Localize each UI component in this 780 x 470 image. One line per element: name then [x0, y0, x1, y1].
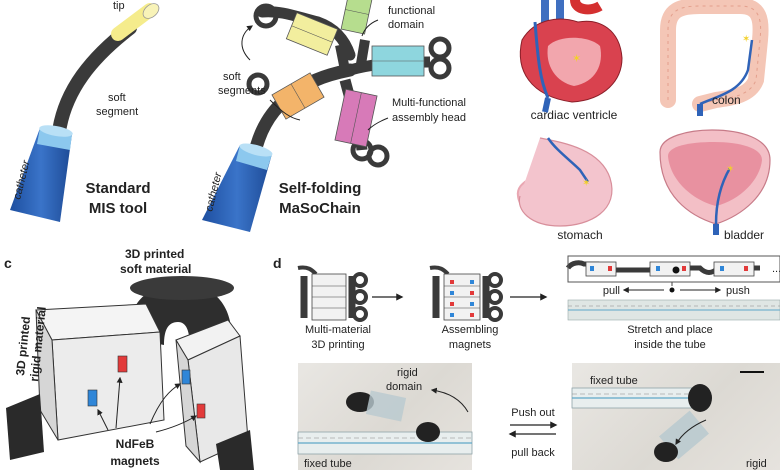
label-assembly-head: assembly head — [392, 112, 466, 124]
label-tip: tip — [113, 0, 125, 12]
label-step1-line2: 3D printing — [311, 339, 364, 351]
title-standard: Standard — [85, 180, 150, 197]
step3-stretched-chain — [565, 255, 780, 321]
stomach-target-icon: ✶ — [582, 178, 590, 189]
label-magnets: magnets — [110, 454, 160, 468]
colon-illustration: ✶ — [660, 0, 769, 116]
magnet-red-left — [117, 355, 128, 373]
label-segments: segments — [218, 85, 266, 97]
title-masochain: MaSoChain — [279, 200, 361, 217]
label-3d-printed-soft: 3D printed — [125, 247, 184, 261]
magnet-red-right — [196, 403, 206, 419]
label-step2-line1: Assembling — [442, 324, 499, 336]
label-soft-material: soft material — [120, 262, 191, 276]
panel-b: functional domain soft segments Multi-fu… — [202, 0, 466, 232]
magnet-module-illustration — [6, 276, 254, 470]
label-fixed-tube-right: fixed tube — [590, 375, 638, 387]
title-mis-tool: MIS tool — [89, 200, 147, 217]
colon-target-icon: ✶ — [742, 34, 750, 45]
stomach-illustration: ✶ — [516, 137, 613, 227]
panel-d: d — [273, 255, 780, 470]
label-soft: soft — [223, 71, 241, 83]
label-3d-printed-rigid: 3D printed — [13, 316, 33, 376]
label-fixed-tube-left: fixed tube — [304, 458, 352, 470]
label-pull-back: pull back — [511, 447, 555, 459]
step2-chain — [429, 265, 503, 322]
label-push-out: Push out — [511, 407, 554, 419]
label-domain-d: domain — [386, 381, 422, 393]
label-step3-line1: Stretch and place — [627, 324, 713, 336]
standard-mis-tool-illustration — [10, 3, 160, 222]
label-ndfeb: NdFeB — [116, 437, 155, 451]
label-rigid: rigid — [397, 367, 418, 379]
bladder-target-icon: ✶ — [726, 164, 734, 175]
label-soft-segment-1: soft — [108, 92, 126, 104]
label-step3-line2: inside the tube — [634, 339, 706, 351]
heart-illustration: ✶ — [519, 0, 623, 113]
organ-illustrations: ✶ cardiac ventricle ✶ colon ✶ stomach ✶ — [516, 0, 771, 242]
step1-chain — [297, 265, 368, 322]
heart-target-icon: ✶ — [572, 53, 581, 65]
label-multi-functional: Multi-functional — [392, 97, 466, 109]
bladder-illustration: ✶ — [659, 129, 771, 235]
label-pull: pull — [603, 285, 620, 297]
photo-left-content — [297, 387, 473, 455]
magnet-blue-left — [87, 389, 98, 407]
panel-letter-d: d — [273, 255, 282, 271]
label-cardiac-ventricle: cardiac ventricle — [531, 108, 618, 122]
label-soft-segment-2: segment — [96, 106, 138, 118]
panel-c: c 3D printed s — [4, 247, 254, 470]
title-self-folding: Self-folding — [279, 180, 362, 197]
label-rigid-right: rigid — [746, 458, 767, 470]
label-stomach: stomach — [557, 228, 602, 242]
label-functional: functional — [388, 5, 435, 17]
label-step2-line2: magnets — [449, 339, 492, 351]
masochain-illustration — [202, 0, 452, 232]
label-colon: colon — [712, 93, 741, 107]
label-bladder: bladder — [724, 228, 764, 242]
label-ellipsis: ... — [772, 263, 780, 275]
panel-a: tip soft segment catheter Standard MIS t… — [10, 0, 160, 222]
magnet-blue-right — [181, 369, 191, 385]
photo-right-content — [571, 371, 764, 462]
panel-letter-c: c — [4, 255, 12, 271]
label-push: push — [726, 285, 750, 297]
label-domain: domain — [388, 19, 424, 31]
label-step1-line1: Multi-material — [305, 324, 371, 336]
